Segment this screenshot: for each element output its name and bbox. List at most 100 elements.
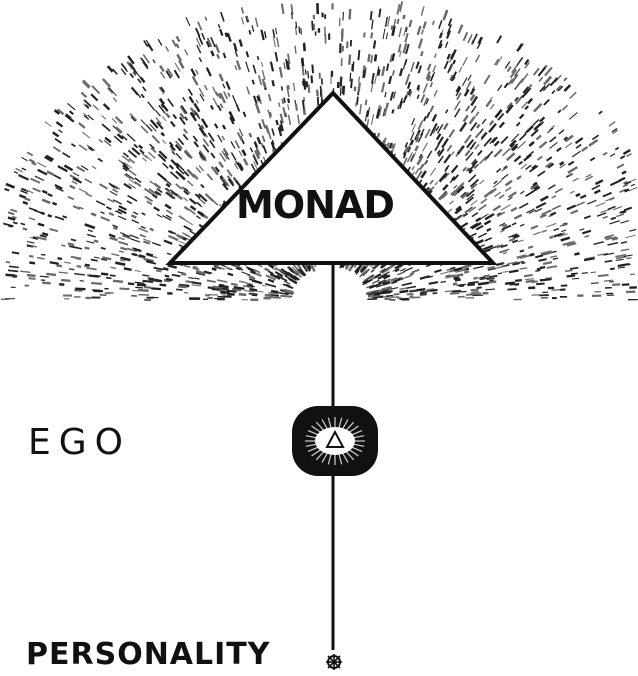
halo-ray: [526, 165, 532, 169]
halo-ray: [366, 100, 367, 106]
halo-ray: [10, 210, 17, 212]
halo-ray: [609, 122, 615, 126]
halo-ray: [590, 158, 595, 161]
halo-ray: [46, 274, 56, 275]
halo-ray: [452, 291, 461, 292]
halo-ray: [154, 184, 160, 189]
halo-ray: [288, 85, 289, 90]
halo-ray: [113, 200, 122, 204]
halo-ray: [478, 233, 487, 237]
halo-ray: [494, 181, 497, 184]
halo-ray: [421, 95, 424, 103]
halo-ray: [94, 241, 98, 242]
halo-ray: [162, 140, 166, 144]
halo-ray: [190, 97, 194, 103]
halo-ray: [489, 276, 497, 277]
halo-ray: [184, 129, 187, 133]
halo-ray: [507, 153, 515, 160]
halo-ray: [91, 283, 102, 284]
halo-ray: [530, 254, 535, 255]
halo-ray: [70, 111, 74, 114]
halo-ray: [231, 141, 235, 148]
halo-ray: [50, 229, 58, 231]
halo-ray: [85, 248, 90, 249]
halo-ray: [249, 30, 250, 34]
halo-ray: [591, 283, 599, 284]
halo-ray: [254, 96, 257, 104]
halo-ray: [594, 242, 604, 245]
halo-ray: [258, 137, 261, 144]
halo-ray: [152, 243, 161, 246]
halo-ray: [239, 151, 242, 156]
halo-ray: [391, 282, 397, 284]
halo-ray: [256, 18, 258, 27]
halo-ray: [156, 270, 161, 271]
halo-ray: [93, 105, 98, 110]
halo-ray: [622, 211, 626, 212]
halo-ray: [457, 284, 466, 285]
halo-ray: [580, 229, 585, 231]
halo-ray: [497, 36, 501, 43]
halo-ray: [224, 53, 226, 58]
halo-ray: [434, 90, 437, 97]
halo-ray: [141, 226, 146, 228]
halo-ray: [228, 33, 231, 42]
halo-ray: [23, 229, 27, 230]
halo-ray: [86, 268, 96, 270]
halo-ray: [48, 215, 52, 216]
halo-ray: [59, 130, 63, 133]
halo-ray: [572, 278, 579, 279]
halo-ray: [276, 28, 277, 34]
halo-ray: [402, 283, 412, 285]
halo-ray: [543, 262, 552, 264]
halo-ray: [198, 22, 202, 30]
halo-ray: [142, 213, 146, 215]
halo-ray: [415, 168, 419, 174]
halo-ray: [273, 29, 275, 37]
halo-ray: [179, 216, 185, 220]
halo-ray: [550, 143, 558, 149]
halo-ray: [106, 207, 111, 209]
halo-ray: [160, 285, 167, 286]
halo-ray: [288, 99, 289, 103]
halo-ray: [107, 199, 114, 202]
halo-ray: [598, 275, 609, 276]
halo-ray: [164, 241, 172, 244]
halo-ray: [374, 294, 380, 295]
halo-ray: [14, 172, 18, 174]
halo-ray: [434, 270, 441, 272]
halo-ray: [454, 185, 457, 188]
halo-ray: [564, 85, 570, 91]
halo-ray: [283, 279, 288, 281]
halo-ray: [544, 77, 551, 85]
halo-ray: [394, 294, 400, 295]
halo-ray: [475, 144, 479, 149]
halo-ray: [244, 159, 248, 166]
halo-ray: [484, 221, 490, 225]
halo-ray: [482, 119, 486, 124]
halo-ray: [63, 216, 67, 218]
halo-ray: [383, 29, 385, 39]
halo-ray: [109, 213, 114, 215]
halo-ray: [123, 153, 128, 157]
halo-ray: [548, 185, 555, 189]
halo-ray: [565, 270, 573, 271]
halo-ray: [150, 181, 154, 184]
halo-ray: [438, 156, 443, 163]
halo-ray: [450, 293, 460, 294]
halo-ray: [151, 288, 158, 289]
halo-ray: [160, 99, 164, 105]
halo-ray: [259, 75, 262, 85]
halo-ray: [79, 123, 85, 128]
halo-ray: [423, 83, 427, 93]
halo-ray: [92, 290, 101, 291]
halo-ray: [196, 70, 198, 75]
halo-ray: [47, 171, 54, 174]
halo-ray: [466, 106, 470, 111]
halo-ray: [610, 269, 615, 270]
halo-ray: [371, 11, 372, 20]
halo-ray: [198, 212, 203, 216]
halo-ray: [303, 81, 304, 86]
halo-ray: [560, 162, 564, 165]
halo-ray: [181, 274, 186, 275]
